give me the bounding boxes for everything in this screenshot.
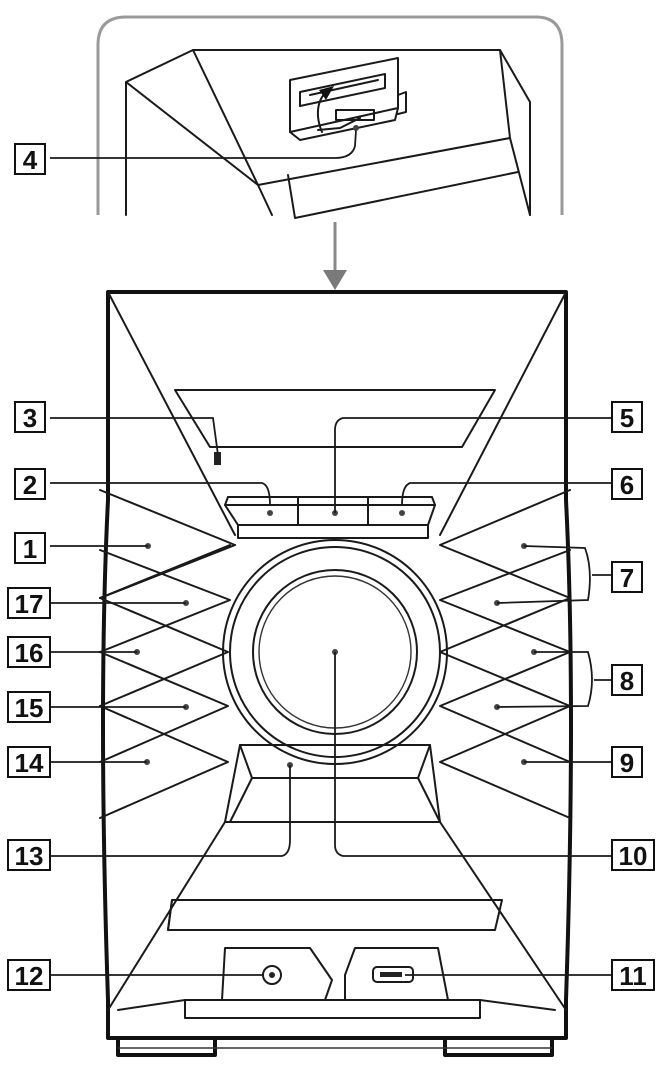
label-5-text: 5 [620, 403, 634, 433]
label-6-text: 6 [620, 470, 634, 500]
unit-outline [101, 290, 573, 1040]
button-6-dot [399, 510, 405, 516]
label-11-text: 11 [619, 961, 647, 991]
label-4: 4 [14, 143, 46, 175]
callout-lines [50, 417, 612, 976]
top-button-bar [224, 496, 436, 539]
display-window [174, 389, 496, 448]
left-button-stack [99, 489, 236, 819]
label-8-text: 8 [620, 666, 634, 696]
label-9: 9 [611, 746, 643, 778]
label-7: 7 [611, 561, 643, 593]
label-10-text: 10 [619, 841, 648, 871]
label-16-text: 16 [15, 638, 44, 668]
label-17: 17 [7, 587, 51, 619]
label-2: 2 [14, 468, 46, 500]
label-3: 3 [14, 401, 46, 433]
dock-connector [289, 57, 407, 141]
label-5: 5 [611, 401, 643, 433]
label-1-text: 1 [23, 534, 37, 564]
label-1: 1 [14, 532, 46, 564]
headphone-panel [221, 947, 333, 1001]
remote-sensor [214, 452, 221, 465]
label-12-text: 12 [15, 961, 44, 991]
label-16: 16 [7, 636, 51, 668]
label-2-text: 2 [23, 470, 37, 500]
label-12: 12 [7, 959, 51, 991]
label-15: 15 [7, 691, 51, 723]
label-8: 8 [611, 664, 643, 696]
top-inset [50, 15, 564, 219]
unit-top-outline [125, 49, 531, 216]
disc-slot [167, 899, 503, 931]
label-13-text: 13 [15, 841, 44, 871]
label-11: 11 [611, 959, 655, 991]
label-9-text: 9 [620, 748, 634, 778]
label-17-text: 17 [15, 589, 44, 619]
label-4-text: 4 [23, 145, 38, 175]
right-button-stack [439, 489, 571, 819]
main-unit [99, 290, 573, 1057]
label-15-text: 15 [15, 693, 44, 723]
inset-frame [96, 15, 564, 215]
label-14: 14 [7, 746, 51, 778]
label-14-text: 14 [15, 748, 44, 778]
label-6: 6 [611, 468, 643, 500]
unit-feet [116, 1038, 554, 1057]
down-arrow-icon [323, 222, 347, 290]
button-2-dot [267, 510, 273, 516]
label-13: 13 [7, 839, 51, 871]
label-7-text: 7 [620, 563, 634, 593]
label-3-text: 3 [23, 403, 37, 433]
label-10: 10 [611, 839, 655, 871]
